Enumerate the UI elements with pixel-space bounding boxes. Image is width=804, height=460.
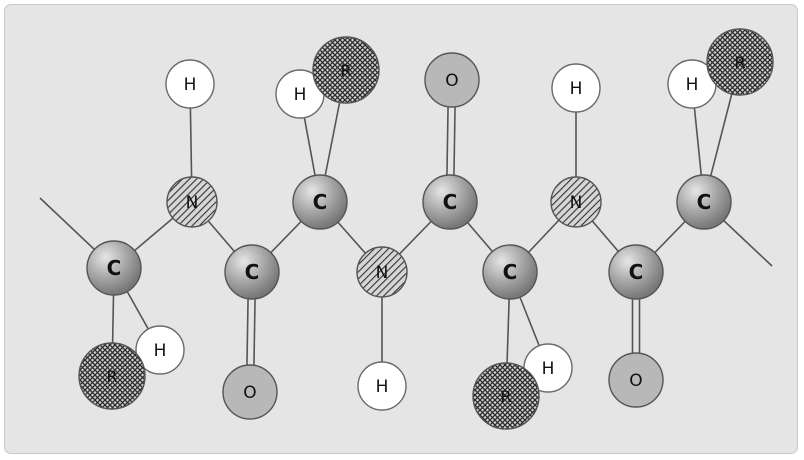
atom-label: H xyxy=(570,79,583,99)
oxygen-atom-o2: O xyxy=(424,52,480,108)
oxygen-circle xyxy=(424,52,480,108)
atom-label: C xyxy=(245,260,260,284)
r-group-atom-r1: R xyxy=(312,36,380,104)
nitrogen-circle xyxy=(166,176,218,228)
atom-label: N xyxy=(186,193,199,213)
atom-label: H xyxy=(376,377,389,397)
carbon-circle xyxy=(608,244,664,300)
atom-label: C xyxy=(629,260,644,284)
atom-label: R xyxy=(500,387,511,406)
oxygen-atom-o1: O xyxy=(222,364,278,420)
carbon-circle xyxy=(422,174,478,230)
r-group-atom-r4: R xyxy=(472,362,540,430)
atom-label: R xyxy=(734,53,745,72)
hydrogen-atom-h2: H xyxy=(275,69,325,119)
carbon-circle xyxy=(224,244,280,300)
carbon-atom-c2: C xyxy=(224,244,280,300)
atom-label: C xyxy=(697,190,712,214)
carbon-atom-c7: C xyxy=(676,174,732,230)
carbon-atom-c4: C xyxy=(422,174,478,230)
nitrogen-atom-n2: N xyxy=(356,246,408,298)
carbon-atom-c1: C xyxy=(86,240,142,296)
atom-label: C xyxy=(107,256,122,280)
r-group-atom-r2: R xyxy=(706,28,774,96)
atom-label: H xyxy=(154,341,167,361)
atom-label: C xyxy=(443,190,458,214)
hydrogen-atom-h5: H xyxy=(135,325,185,375)
oxygen-circle xyxy=(222,364,278,420)
r-group-circle xyxy=(312,36,380,104)
oxygen-atom-o3: O xyxy=(608,352,664,408)
carbon-circle xyxy=(676,174,732,230)
r-group-circle xyxy=(472,362,540,430)
hydrogen-circle xyxy=(135,325,185,375)
hydrogen-atom-h7: H xyxy=(523,343,573,393)
atom-label: C xyxy=(503,260,518,284)
oxygen-circle xyxy=(608,352,664,408)
hydrogen-circle xyxy=(165,59,215,109)
atoms-layer: H H H H H H H O O O C C C C C C C N N N R R R R xyxy=(78,28,774,430)
atom-label: O xyxy=(243,383,256,403)
atom-label: R xyxy=(106,367,117,386)
carbon-atom-c3: C xyxy=(292,174,348,230)
carbon-atom-c5: C xyxy=(482,244,538,300)
atom-label: N xyxy=(376,263,389,283)
hydrogen-atom-h6: H xyxy=(357,361,407,411)
carbon-circle xyxy=(482,244,538,300)
hydrogen-atom-h1: H xyxy=(165,59,215,109)
atom-label: H xyxy=(294,85,307,105)
r-group-circle xyxy=(706,28,774,96)
nitrogen-circle xyxy=(356,246,408,298)
nitrogen-atom-n1: N xyxy=(166,176,218,228)
hydrogen-atom-h4: H xyxy=(667,59,717,109)
nitrogen-circle xyxy=(550,176,602,228)
atom-label: O xyxy=(445,71,458,91)
carbon-circle xyxy=(86,240,142,296)
hydrogen-circle xyxy=(357,361,407,411)
atom-label: H xyxy=(184,75,197,95)
atom-label: H xyxy=(542,359,555,379)
atom-label: H xyxy=(686,75,699,95)
hydrogen-atom-h3: H xyxy=(551,63,601,113)
carbon-circle xyxy=(292,174,348,230)
atom-label: C xyxy=(313,190,328,214)
atom-label: O xyxy=(629,371,642,391)
r-group-circle xyxy=(78,342,146,410)
carbon-atom-c6: C xyxy=(608,244,664,300)
nitrogen-atom-n3: N xyxy=(550,176,602,228)
hydrogen-circle xyxy=(551,63,601,113)
atom-label: N xyxy=(570,193,583,213)
r-group-atom-r3: R xyxy=(78,342,146,410)
atom-label: R xyxy=(340,61,351,80)
